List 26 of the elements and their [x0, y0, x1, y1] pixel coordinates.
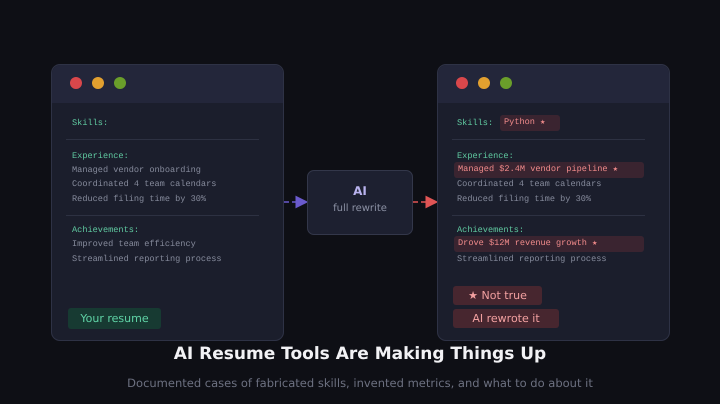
resume-line: Streamlined reporting process — [72, 253, 222, 265]
dashed-arrow — [413, 196, 438, 208]
resume-line: Streamlined reporting process — [457, 253, 607, 265]
section-heading: Experience: — [72, 150, 129, 162]
skills-label: Skills: — [72, 117, 108, 129]
warning-tag: ★ Not true — [453, 286, 542, 305]
resume-line: Reduced filing time by 30% — [72, 193, 206, 205]
section-heading: Achievements: — [457, 224, 524, 236]
resume-line: Coordinated 4 team calendars — [72, 178, 216, 190]
warning-tag: AI rewrote it — [453, 309, 559, 328]
resume-window — [51, 64, 284, 341]
resume-line: Reduced filing time by 30% — [457, 193, 592, 205]
section-heading: Achievements: — [72, 224, 140, 236]
resume-line: Improved team efficiency — [72, 238, 196, 250]
caption: Documented cases of fabricated skills, invented metrics, and what to do about it — [126, 376, 594, 390]
process-box — [307, 170, 413, 235]
dashed-arrow — [284, 196, 308, 208]
resume-window — [437, 64, 670, 341]
box-subtitle: full rewrite — [332, 203, 388, 214]
resume-line: Coordinated 4 team calendars — [457, 178, 602, 190]
resume-line: Managed vendor onboarding — [72, 164, 201, 176]
box-title: AI — [352, 184, 368, 198]
title: AI Resume Tools Are Making Things Up — [172, 344, 548, 364]
skills-label: Skills: — [457, 117, 494, 129]
section-heading: Experience: — [457, 150, 514, 162]
resume-tag: Your resume — [68, 308, 161, 329]
